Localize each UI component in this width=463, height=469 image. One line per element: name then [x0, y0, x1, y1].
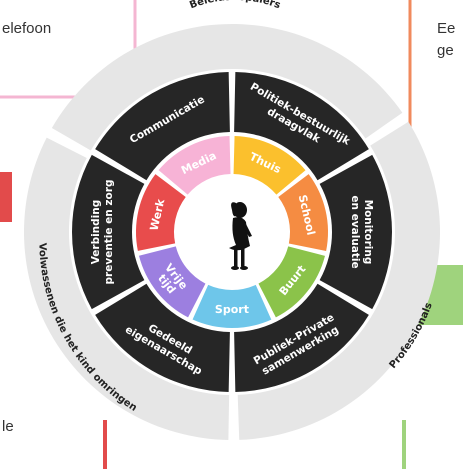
middle-segment-monitoring: [319, 154, 392, 310]
background-text-top-right-1: Ee: [437, 20, 456, 37]
inner-segment-werk: [136, 174, 186, 251]
middle-label-monitoring: Monitoringen evaluatie: [349, 195, 374, 268]
inner-segment-school: [278, 174, 328, 251]
inner-segment-vrije_tijd: [138, 246, 206, 318]
inner-segment-sport: [192, 284, 272, 328]
outer-segment-left: [23, 137, 230, 440]
middle-label-verbinding: Verbindingpreventie en zorg: [90, 180, 115, 285]
red-block: [0, 172, 12, 222]
background-text-bottom-left: le: [2, 418, 14, 435]
middle-segment-publiek: [234, 283, 369, 392]
child-silhouette-icon: [229, 202, 252, 270]
middle-segment-verbinding: [72, 154, 145, 310]
outer-segment-top: [51, 23, 403, 151]
outer-ring: [23, 23, 440, 440]
middle-segment-politiek: [234, 72, 369, 181]
background-text-top-left: elefoon: [2, 20, 52, 37]
inner-segment-thuis: [233, 136, 306, 195]
inner-label-sport: Sport: [215, 303, 249, 316]
outer-label-top: Beleidsbepalers: [188, 0, 282, 11]
inner-segment-media: [158, 136, 231, 195]
red-line: [103, 420, 107, 469]
inner-segment-buurt: [258, 246, 325, 318]
background-text-top-right-2: ge: [437, 42, 454, 59]
outer-segment-right: [237, 121, 440, 440]
middle-segment-eigenaarschap: [95, 283, 230, 392]
middle-segment-communicatie: [95, 72, 230, 181]
green-line: [402, 420, 406, 469]
center-circle: [176, 176, 288, 288]
